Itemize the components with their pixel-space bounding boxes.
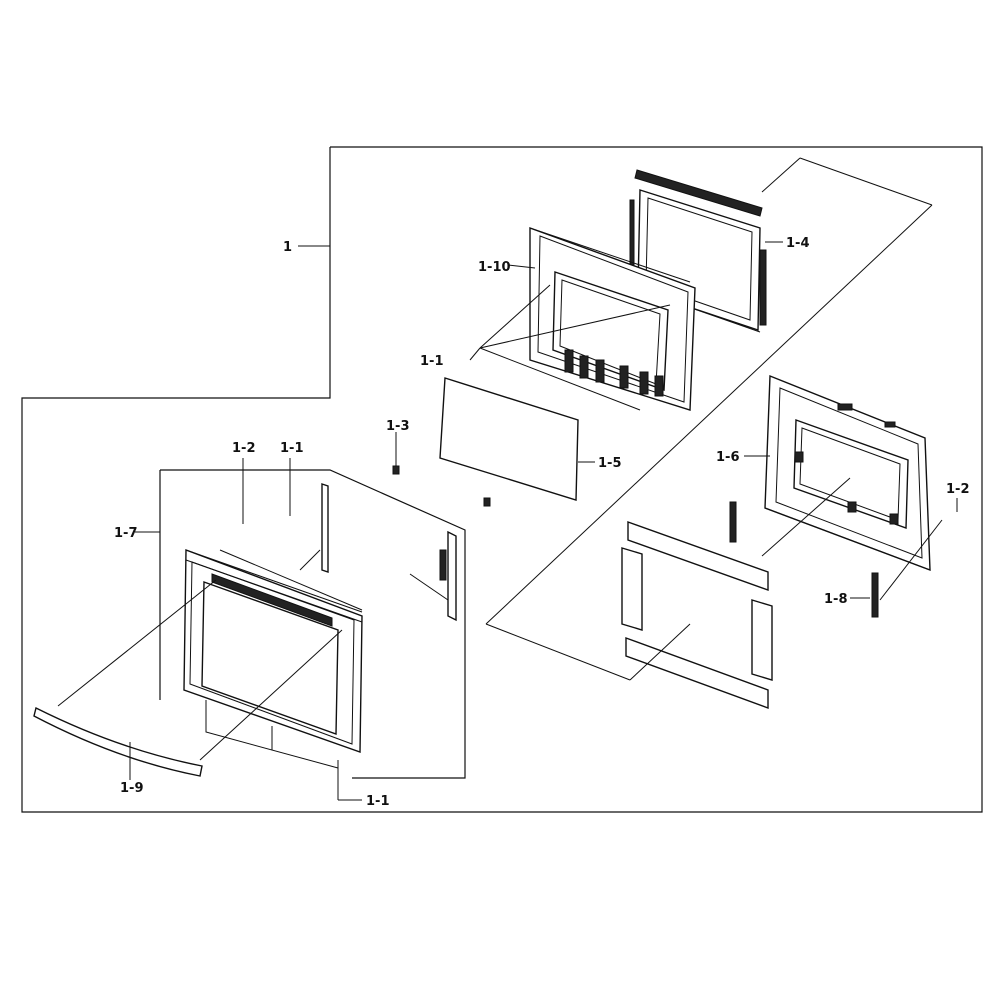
label-assembly: 1 — [283, 240, 292, 255]
label-screw-bottom: 1-1 — [366, 794, 390, 809]
label-screw-outer-b: 1-1 — [280, 441, 304, 456]
label-handle: 1-9 — [120, 781, 144, 796]
label-outer-door: 1-7 — [114, 526, 138, 541]
hinge-right — [729, 501, 879, 618]
glass-panel-mid — [439, 377, 595, 501]
label-glass-mid: 1-5 — [598, 456, 622, 471]
door-trim-strips — [321, 483, 457, 622]
label-inner-door: 1-6 — [716, 450, 740, 465]
label-frame-top: 1-10 — [478, 260, 511, 275]
door-handle — [33, 706, 203, 777]
hinge-screw — [392, 432, 491, 507]
insulation-frame — [621, 521, 773, 710]
label-hinge-screw: 1-3 — [386, 419, 410, 434]
label-screw-top: 1-1 — [420, 354, 444, 369]
inner-door — [764, 374, 931, 572]
assembly-boundary — [21, 146, 983, 813]
label-hinge-right: 1-8 — [824, 592, 848, 607]
label-glass-top: 1-4 — [786, 236, 810, 251]
outer-door — [183, 548, 363, 753]
label-screw-right: 1-2 — [946, 482, 970, 497]
label-screw-outer-a: 1-2 — [232, 441, 256, 456]
door-frame-top — [529, 227, 696, 411]
